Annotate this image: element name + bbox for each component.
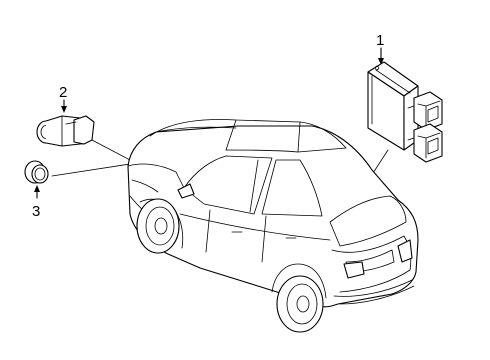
sensor-bezel (24, 160, 49, 184)
callout-arrow-1 (378, 47, 384, 65)
park-sensor (36, 115, 95, 147)
callout-label-3: 3 (32, 203, 40, 220)
callout-arrow-3 (34, 185, 40, 199)
control-module (367, 61, 443, 163)
callout-label-2: 2 (59, 84, 67, 101)
callout-arrow-2 (61, 99, 67, 113)
callout-label-1: 1 (376, 32, 384, 49)
vehicle-outline (127, 119, 419, 333)
